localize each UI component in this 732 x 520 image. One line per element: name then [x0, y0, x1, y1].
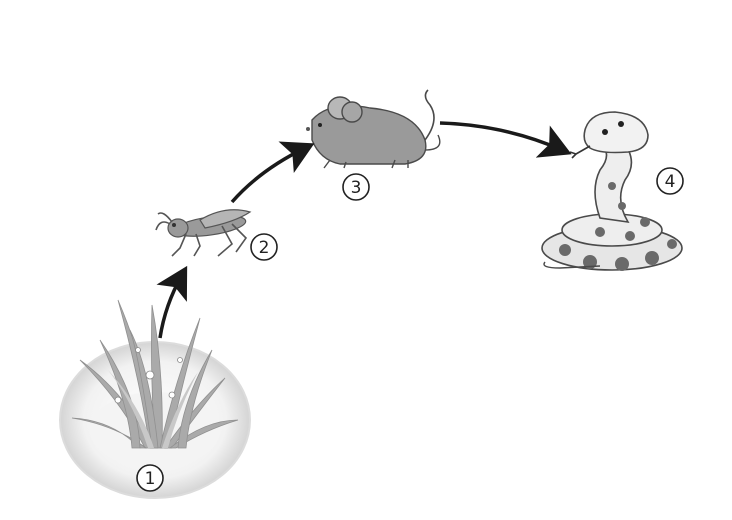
grasshopper-icon: 2 [155, 209, 278, 261]
arrow-1-to-2 [156, 265, 188, 339]
arrow-3-to-4 [439, 121, 572, 158]
label-organism-3: 3 [351, 178, 362, 198]
snake-icon: 4 [541, 111, 684, 271]
mouse-icon: 3 [306, 89, 441, 201]
label-organism-4: 4 [665, 172, 676, 192]
label-organism-2: 2 [259, 238, 270, 258]
arrow-2-to-3 [230, 141, 315, 204]
label-organism-1: 1 [145, 469, 156, 489]
grass-icon: 1 [59, 299, 251, 499]
